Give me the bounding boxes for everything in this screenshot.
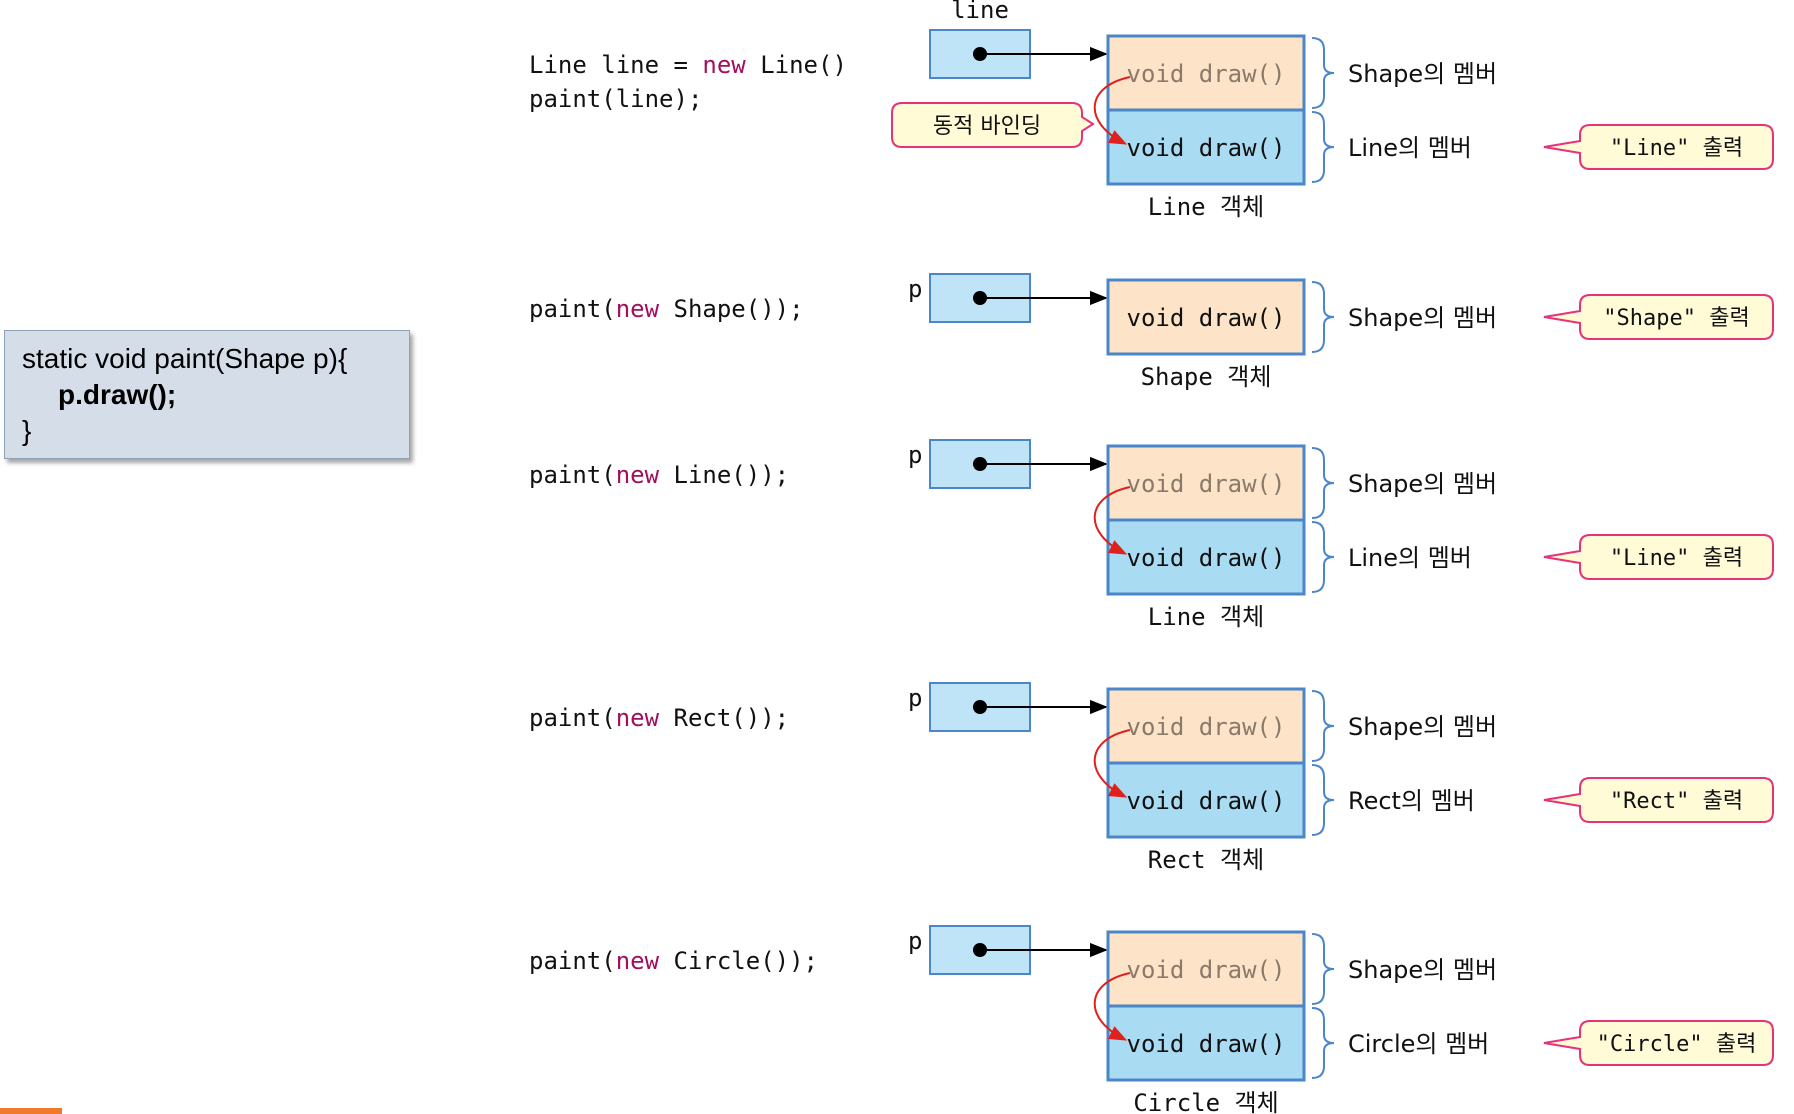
dynamic-binding-arrow — [1093, 729, 1131, 798]
code-line: paint(line); — [529, 85, 702, 113]
method-signature: void draw() — [1127, 470, 1286, 498]
code-segment: paint( — [529, 295, 616, 323]
dynamic-binding-label: 동적 바인딩 — [933, 114, 1041, 139]
paint-method-code-box: static void paint(Shape p){ p.draw(); } — [4, 330, 410, 459]
scenario-4: paint(new Rect()); p void draw() Shape의 멤버 v… — [529, 682, 1774, 874]
code-segment: Rect()); — [659, 704, 789, 732]
output-callout-text: "Rect" 출력 — [1610, 789, 1743, 814]
member-brace — [1311, 690, 1335, 762]
dynamic-binding-arrow — [1093, 486, 1131, 555]
dynamic-binding-bubble — [891, 102, 1095, 148]
code-segment: paint( — [529, 704, 616, 732]
dynamic-binding-arrow — [1093, 972, 1131, 1041]
code-segment: Shape()); — [659, 295, 804, 323]
output-callout — [1543, 294, 1774, 340]
output-callout-text: "Line" 출력 — [1610, 546, 1743, 571]
superclass-method-cell — [1106, 278, 1306, 356]
slide-accent-mark — [0, 1108, 62, 1114]
member-label: Shape의 멤버 — [1348, 60, 1497, 88]
code-segment: paint( — [529, 461, 616, 489]
output-callout — [1543, 124, 1774, 170]
overriding-method-cell — [1106, 108, 1306, 186]
method-signature: void draw() — [1127, 787, 1286, 815]
member-brace — [1311, 521, 1335, 593]
member-label: Line의 멤버 — [1348, 544, 1472, 572]
scenario-1: Line line = new Line() paint(line); line vo… — [529, 0, 1774, 221]
keyword-new: new — [616, 461, 660, 489]
method-signature: void draw() — [1127, 713, 1286, 741]
member-label: Rect의 멤버 — [1348, 787, 1475, 815]
member-brace — [1311, 764, 1335, 836]
code-segment: Line()); — [659, 461, 789, 489]
object-label: Line 객체 — [1148, 193, 1264, 221]
dynamic-binding-arrow — [1093, 76, 1131, 145]
keyword-new: new — [702, 51, 746, 79]
keyword-new: new — [616, 295, 660, 323]
method-signature: void draw() — [1127, 304, 1286, 332]
dynamic-binding-callout: 동적 바인딩 — [891, 102, 1095, 148]
code-segment: Line() — [746, 51, 847, 79]
code-line: paint(new Rect()); — [529, 704, 789, 732]
member-brace — [1311, 37, 1335, 109]
member-label: Shape의 멤버 — [1348, 470, 1497, 498]
overriding-method-cell — [1106, 518, 1306, 596]
method-signature: void draw() — [1127, 956, 1286, 984]
keyword-new: new — [616, 704, 660, 732]
code-line: paint(new Line()); — [529, 461, 789, 489]
scenario-2: paint(new Shape()); p void draw() Shape의 멤버… — [529, 273, 1774, 391]
code-segment: paint( — [529, 947, 616, 975]
output-callout — [1543, 1020, 1774, 1066]
overriding-method-cell — [1106, 761, 1306, 839]
code-segment: Line line = — [529, 51, 702, 79]
method-signature: void draw() — [1127, 60, 1286, 88]
reference-variable-label: p — [908, 275, 922, 303]
code-line: paint(new Circle()); — [529, 947, 818, 975]
member-brace — [1311, 1007, 1335, 1079]
scenario-5: paint(new Circle()); p void draw() Shape의 멤… — [529, 925, 1774, 1114]
member-label: Shape의 멤버 — [1348, 304, 1497, 332]
reference-variable-label: p — [908, 441, 922, 469]
superclass-method-cell — [1106, 34, 1306, 112]
code-segment: Circle()); — [659, 947, 818, 975]
overriding-method-cell — [1106, 1004, 1306, 1082]
member-brace — [1311, 111, 1335, 183]
code-line-draw-call: p.draw(); — [58, 379, 177, 410]
code-line: paint(new Shape()); — [529, 295, 804, 323]
reference-variable-label: p — [908, 927, 922, 955]
member-brace — [1311, 933, 1335, 1005]
method-signature: void draw() — [1127, 544, 1286, 572]
member-label: Line의 멤버 — [1348, 134, 1472, 162]
superclass-method-cell — [1106, 687, 1306, 765]
code-segment: paint(line); — [529, 85, 702, 113]
reference-variable-label: p — [908, 684, 922, 712]
object-label: Shape 객체 — [1141, 363, 1272, 391]
keyword-new: new — [616, 947, 660, 975]
member-label: Shape의 멤버 — [1348, 956, 1497, 984]
output-callout — [1543, 777, 1774, 823]
code-line: Line line = new Line() — [529, 51, 847, 79]
method-signature: void draw() — [1127, 1030, 1286, 1058]
member-brace — [1311, 447, 1335, 519]
code-line-closing-brace: } — [22, 415, 32, 446]
member-brace — [1311, 281, 1335, 353]
scenario-3: paint(new Line()); p void draw() Shape의 멤버 v… — [529, 439, 1774, 631]
output-callout-text: "Circle" 출력 — [1597, 1032, 1757, 1057]
output-callout — [1543, 534, 1774, 580]
object-label: Rect 객체 — [1148, 846, 1264, 874]
output-callout-text: "Shape" 출력 — [1603, 306, 1749, 331]
object-label: Line 객체 — [1148, 603, 1264, 631]
superclass-method-cell — [1106, 930, 1306, 1008]
superclass-method-cell — [1106, 444, 1306, 522]
object-label: Circle 객체 — [1133, 1089, 1278, 1114]
method-signature: void draw() — [1127, 134, 1286, 162]
reference-variable-label: line — [951, 0, 1009, 24]
code-line-signature: static void paint(Shape p){ — [22, 343, 348, 374]
member-label: Circle의 멤버 — [1348, 1030, 1489, 1058]
output-callout-text: "Line" 출력 — [1610, 136, 1743, 161]
member-label: Shape의 멤버 — [1348, 713, 1497, 741]
